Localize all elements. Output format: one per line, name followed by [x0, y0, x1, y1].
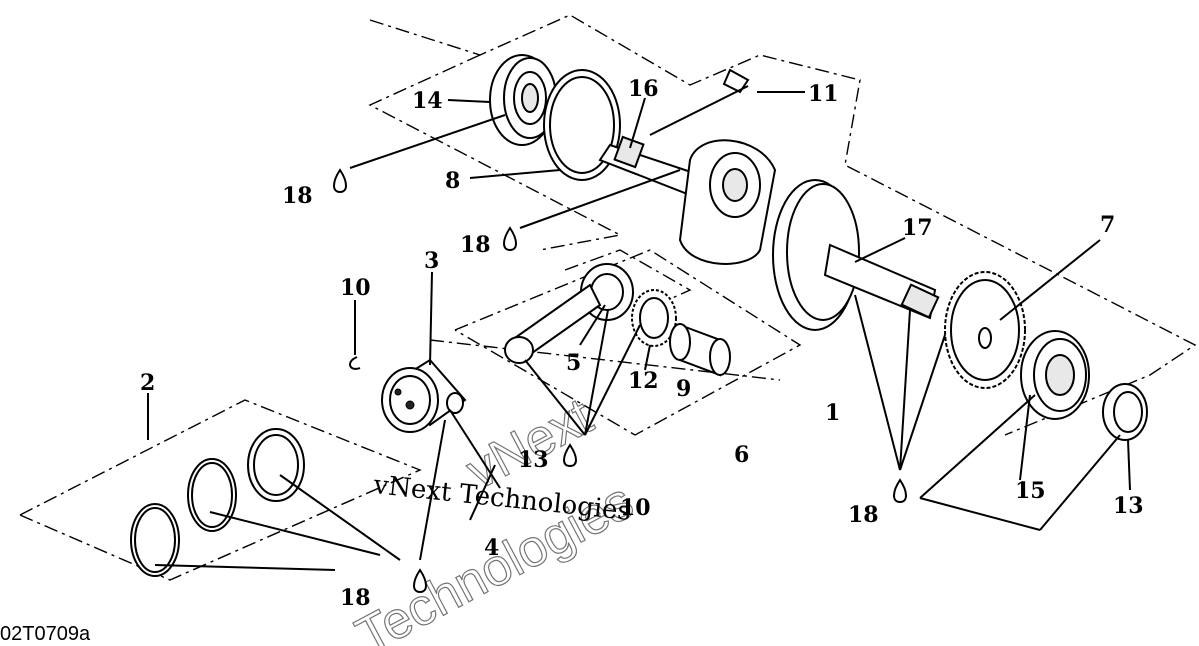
callout-12: 12 — [628, 368, 659, 394]
crankshaft-right — [772, 179, 940, 331]
callout-18-b: 18 — [460, 232, 491, 258]
callout-10-circlip: 10 — [340, 275, 371, 301]
needle-bearing-12 — [631, 289, 677, 347]
oil-drop-icons — [333, 168, 907, 594]
callout-18-a: 18 — [282, 183, 313, 209]
watermark: vNext Technologies vNext Technologies — [346, 386, 642, 646]
callout-18-c: 18 — [340, 585, 371, 611]
callout-8: 8 — [445, 168, 460, 194]
callout-15: 15 — [1015, 478, 1046, 504]
callout-14: 14 — [412, 88, 443, 114]
bearing-14 — [489, 54, 557, 146]
callout-labels: 1 2 3 4 5 6 7 8 9 10 10 11 12 13 13 14 1… — [140, 76, 1144, 611]
callout-1: 1 — [825, 400, 840, 426]
connecting-rod-5 — [504, 263, 634, 364]
callout-9: 9 — [676, 376, 691, 402]
leader-lines — [147, 91, 1131, 571]
callout-17: 17 — [902, 215, 933, 241]
callout-13-left: 13 — [518, 447, 549, 473]
callout-2: 2 — [140, 370, 155, 396]
crankshaft-left — [598, 68, 777, 265]
figure-code: 02T0709a — [0, 623, 91, 645]
callout-11: 11 — [808, 81, 839, 107]
oil-drop-icon — [563, 443, 577, 468]
seal-ring-8 — [543, 69, 621, 181]
callout-4: 4 — [484, 535, 499, 561]
callout-5: 5 — [566, 350, 581, 376]
circlip-10 — [349, 356, 361, 370]
callout-10-lower: 10 — [620, 495, 651, 521]
callout-16: 16 — [628, 76, 659, 102]
piston-3 — [381, 358, 467, 433]
callout-18-d: 18 — [848, 502, 879, 528]
callout-6: 6 — [734, 442, 749, 468]
oil-drop-icon — [893, 478, 907, 504]
bearing-15 — [1020, 330, 1090, 420]
seal-13-right — [1102, 383, 1148, 441]
crank-pin-9 — [669, 323, 731, 377]
piston-rings-2 — [130, 428, 305, 577]
callout-3: 3 — [424, 248, 439, 274]
oil-drop-icon — [413, 568, 427, 594]
oil-drop-icon — [503, 226, 517, 252]
callout-13-right: 13 — [1113, 493, 1144, 519]
callout-7: 7 — [1100, 212, 1115, 238]
oil-drop-icon — [333, 168, 347, 194]
gear-7 — [944, 271, 1026, 389]
